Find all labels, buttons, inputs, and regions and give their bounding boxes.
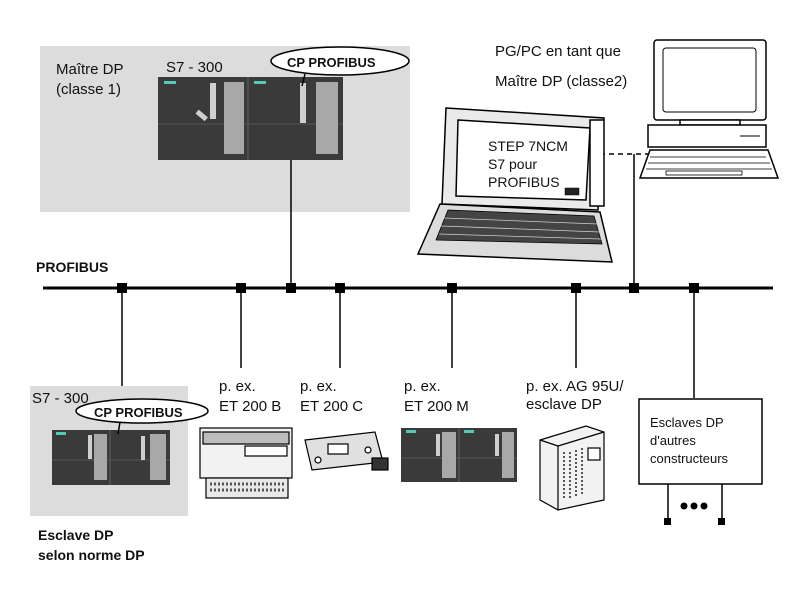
connector-s7-slave <box>117 283 127 293</box>
master-label-line2: (classe 1) <box>56 81 122 98</box>
pg-label-line2: Maître DP (classe2) <box>495 73 628 90</box>
others-label-line3: constructeurs <box>650 451 729 466</box>
others-label-line1: Esclaves DP <box>650 415 724 430</box>
ag95u-label-line2: esclave DP <box>526 396 602 413</box>
connector-master <box>286 283 296 293</box>
et200m-label-line2: ET 200 M <box>404 398 469 415</box>
profibus-bus-label: PROFIBUS <box>36 259 109 275</box>
et200m-device <box>401 428 517 482</box>
slave-s7-plc <box>52 430 170 485</box>
pc-computer <box>638 39 780 179</box>
slave-cp-callout <box>75 398 209 424</box>
ag95u-device <box>539 425 605 511</box>
et200b-label-line2: ET 200 B <box>219 398 282 415</box>
pg-screen-line1: STEP 7NCM <box>488 138 568 154</box>
ag95u-label-line1: p. ex. AG 95U/ <box>526 378 624 395</box>
connector-et200c <box>335 283 345 293</box>
slave-caption-line2: selon norme DP <box>38 547 145 563</box>
et200c-label-line1: p. ex. <box>300 378 337 395</box>
master-cp-callout <box>270 46 410 76</box>
connector-et200b <box>236 283 246 293</box>
slave-cp-label: CP PROFIBUS <box>94 405 183 420</box>
et200c-label-line2: ET 200 C <box>300 398 364 415</box>
others-box <box>638 398 763 525</box>
connector-ag95u <box>571 283 581 293</box>
pg-label-line1: PG/PC en tant que <box>495 43 621 60</box>
connector-pg <box>629 283 639 293</box>
et200m-label-line1: p. ex. <box>404 378 441 395</box>
slave-s7-name: S7 - 300 <box>32 390 89 407</box>
connector-others <box>689 283 699 293</box>
master-label-line1: Maître DP <box>56 61 124 78</box>
pg-screen-line3: PROFIBUS <box>488 174 560 190</box>
et200b-label-line1: p. ex. <box>219 378 256 395</box>
et200b-device <box>199 427 293 499</box>
master-cp-label: CP PROFIBUS <box>287 55 376 70</box>
pg-screen-line2: S7 pour <box>488 156 538 172</box>
connector-et200m <box>447 283 457 293</box>
others-label-line2: d'autres <box>650 433 696 448</box>
master-plc-name: S7 - 300 <box>166 59 223 76</box>
et200c-device <box>304 431 389 471</box>
slave-caption-line1: Esclave DP <box>38 527 114 543</box>
bus-connectors <box>117 283 699 293</box>
master-plc <box>158 77 343 160</box>
pg-laptop <box>416 107 613 263</box>
